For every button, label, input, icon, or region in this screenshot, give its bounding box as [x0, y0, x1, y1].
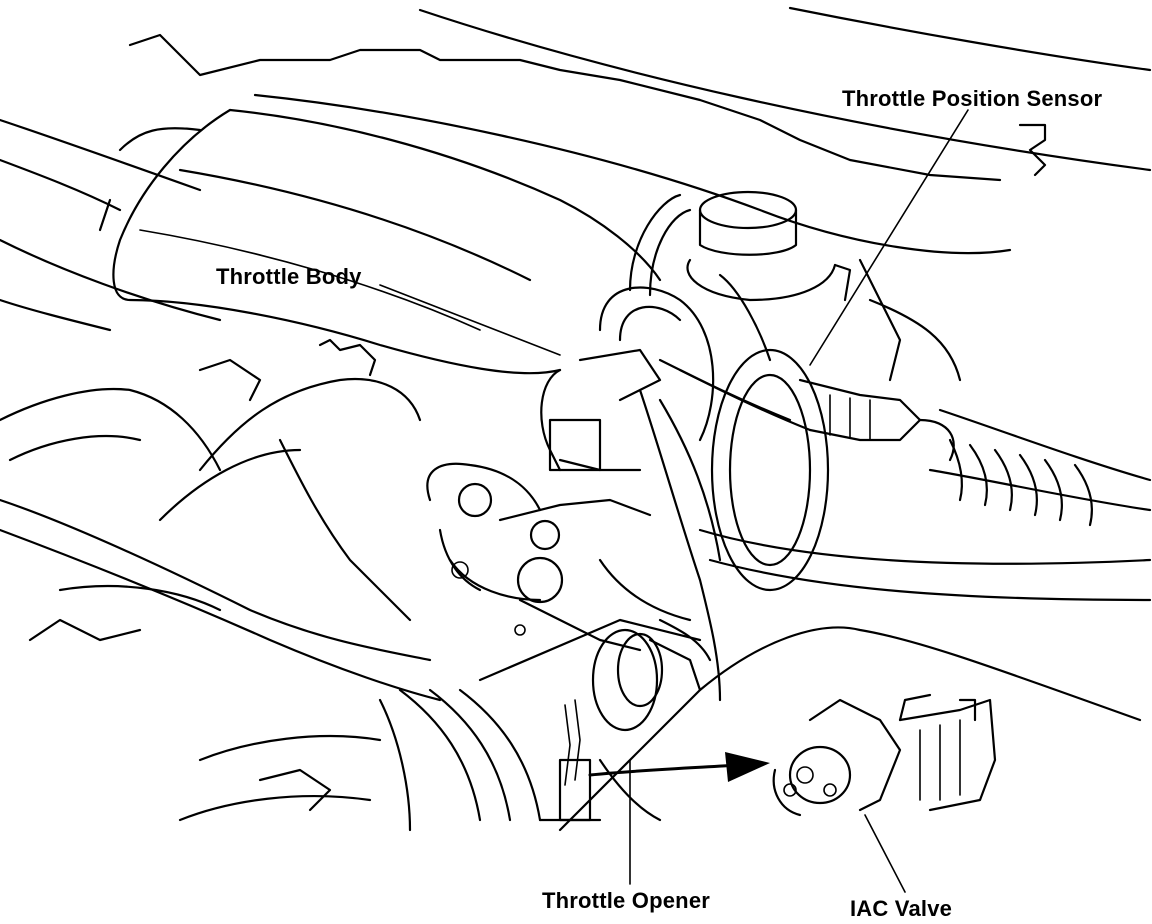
left-hoses	[0, 118, 442, 702]
tps-leader	[809, 109, 969, 366]
hood-lines	[128, 6, 1152, 255]
intake-plenum	[98, 108, 662, 375]
reservoir-cap	[686, 190, 852, 302]
throttle-body-leader	[379, 284, 561, 356]
iac-valve-leader	[864, 814, 906, 893]
iac-valve-drawing	[772, 693, 997, 817]
callout-leaders	[379, 109, 969, 893]
throttle-body-label: Throttle Body	[216, 264, 362, 289]
pointer-arrow	[588, 752, 770, 782]
vacuum-hose	[598, 193, 812, 442]
throttle-body-housing	[540, 348, 830, 702]
throttle-opener	[558, 618, 712, 822]
throttle-opener-label: Throttle Opener	[542, 888, 711, 913]
tps-connector	[798, 258, 962, 442]
iac-valve-label: IAC Valve	[850, 896, 953, 921]
air-intake-duct	[698, 408, 1152, 602]
throttle-position-sensor-label: Throttle Position Sensor	[842, 86, 1103, 111]
